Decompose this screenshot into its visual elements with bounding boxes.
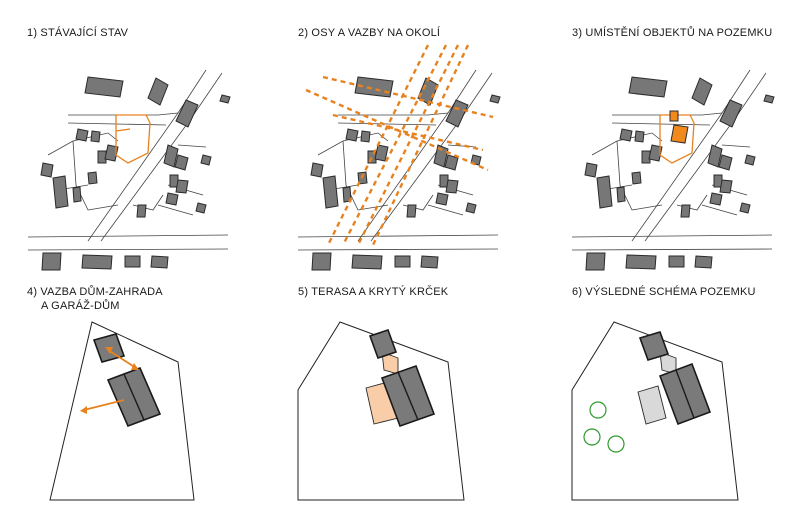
garage-house-arrow: [107, 349, 137, 369]
panel-6-title: 6) VÝSLEDNÉ SCHÉMA POZEMKU: [572, 285, 756, 299]
terrace: [637, 385, 667, 425]
panel-4-title: 4) VAZBA DŮM-ZAHRADA A GARÁŽ-DŮM: [27, 285, 163, 313]
axis-line: [332, 113, 484, 152]
panel-5-title: 5) TERASA A KRYTÝ KRČEK: [298, 285, 448, 299]
axis-line: [326, 44, 430, 246]
panel-2-title: 2) OSY A VAZBY NA OKOLÍ: [298, 26, 440, 40]
panel-5-diagram: [297, 321, 465, 501]
panel-3-title-line-1: 3) UMÍSTĚNÍ OBJEKTŮ NA POZEMKU: [572, 27, 773, 39]
roof-ridge: [675, 369, 695, 419]
garage-block: [669, 110, 679, 122]
tree-icon: [583, 428, 601, 446]
panel-4-title-line-1: 4) VAZBA DŮM-ZAHRADA: [27, 286, 163, 298]
garage: [638, 331, 670, 361]
axis-line: [322, 75, 494, 119]
axis-line: [356, 44, 460, 246]
panel-1-map: [27, 69, 231, 271]
tree-icon: [589, 401, 607, 419]
house-block: [670, 124, 689, 144]
basemap: [27, 69, 231, 271]
panel-1-title: 1) STÁVAJÍCÍ STAV: [27, 26, 128, 40]
panel-3-title: 3) UMÍSTĚNÍ OBJEKTŮ NA POZEMKU: [572, 26, 772, 40]
axis-line: [371, 44, 470, 246]
house-garden-arrow: [83, 399, 125, 411]
plot-boundary: [659, 114, 695, 164]
panel-2-title-line-1: 2) OSY A VAZBY NA OKOLÍ: [298, 27, 441, 39]
arrowhead-icon: [105, 347, 113, 354]
basemap: [297, 69, 501, 271]
plot-boundary: [115, 114, 151, 164]
panel-4-diagram: [49, 321, 195, 501]
arrowhead-icon: [131, 363, 139, 370]
roof-ridge: [397, 371, 419, 421]
panel-6-diagram: [571, 321, 739, 501]
tree-icon: [607, 435, 625, 453]
panel-1-title-line-1: 1) STÁVAJÍCÍ STAV: [27, 27, 129, 39]
roof-ridge: [123, 373, 145, 421]
plot-divider: [115, 128, 131, 132]
garage: [368, 328, 398, 360]
panel-3-map: [571, 69, 775, 271]
basemap: [571, 69, 775, 271]
axis-line: [341, 44, 448, 246]
panel-6-title-line-1: 6) VÝSLEDNÉ SCHÉMA POZEMKU: [572, 286, 756, 298]
arrowhead-icon: [80, 406, 87, 414]
panel-2-map: [297, 44, 501, 271]
panel-5-title-line-1: 5) TERASA A KRYTÝ KRČEK: [298, 286, 449, 298]
panel-4-title-line-2: A GARÁŽ-DŮM: [41, 300, 120, 312]
